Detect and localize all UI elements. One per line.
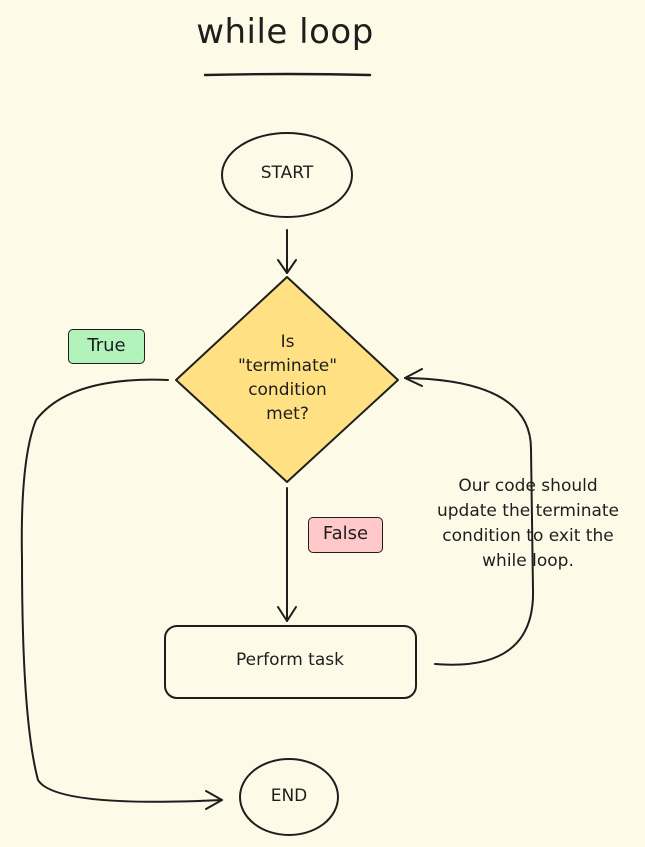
decision-node	[175, 276, 399, 483]
diagram-title: while loop	[196, 12, 374, 52]
start-node	[221, 132, 353, 218]
condition-label: Is "terminate" condition met?	[200, 330, 375, 426]
note-line: condition to exit the	[442, 526, 614, 546]
note-line: while loop.	[482, 551, 574, 571]
note-line: update the terminate	[436, 501, 620, 521]
false-badge: False	[308, 517, 383, 553]
end-label: END	[270, 786, 308, 806]
end-node	[239, 758, 339, 836]
note-line: Our code should	[458, 476, 598, 496]
condition-line: condition	[248, 380, 327, 400]
arrow-loop-back	[404, 377, 535, 666]
task-node	[164, 625, 417, 699]
true-badge: True	[68, 329, 145, 364]
task-label: Perform task	[236, 650, 344, 670]
condition-line: Is	[280, 332, 295, 352]
condition-line: "terminate"	[237, 356, 338, 376]
arrow-true-to-end	[20, 378, 223, 803]
title-underline	[203, 72, 372, 77]
start-label: START	[260, 163, 314, 183]
loop-note: Our code should update the terminate con…	[410, 474, 645, 574]
condition-line: met?	[266, 404, 309, 424]
